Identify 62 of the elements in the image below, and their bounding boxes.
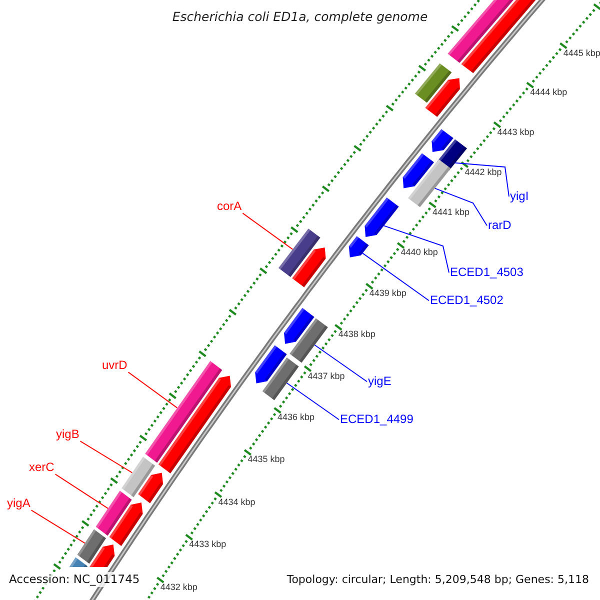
gene-label: uvrD	[102, 359, 128, 372]
gene-feature	[96, 490, 132, 536]
leader-line	[454, 162, 510, 198]
gene-feature	[414, 63, 452, 103]
gene-label: yigA	[7, 497, 30, 510]
title: Escherichia coli ED1a, complete genome	[172, 10, 428, 24]
gene-feature	[284, 308, 314, 344]
leader-line	[242, 212, 294, 250]
gene-feature	[158, 376, 231, 474]
gene-feature	[278, 228, 320, 277]
leader-line	[383, 225, 450, 274]
gene-feature	[292, 248, 326, 288]
gene-feature	[448, 0, 514, 63]
position-label: 4433 kbp	[189, 540, 226, 550]
leader-line	[54, 474, 108, 509]
gene-feature	[402, 153, 434, 188]
gene-feature	[145, 361, 222, 463]
position-label: 4436 kbp	[278, 413, 315, 424]
gene-label: yigI	[510, 190, 529, 204]
gene-label: ECED1_4503	[450, 266, 524, 280]
gene-feature	[290, 318, 328, 363]
position-label: 4441 kbp	[432, 208, 470, 218]
gene-feature	[461, 0, 536, 74]
leader-line	[80, 440, 133, 474]
position-label: 4445 kbp	[563, 48, 600, 59]
leader-line	[362, 252, 430, 302]
gene-label: ECED1_4502	[430, 294, 504, 308]
position-label: 4434 kbp	[218, 498, 256, 508]
gene-feature	[425, 78, 460, 117]
position-label: 4439 kbp	[369, 289, 406, 300]
gene-label: corA	[217, 200, 242, 214]
gene-feature	[255, 345, 287, 384]
gene-feature	[408, 159, 451, 208]
gene-feature	[348, 236, 369, 258]
leader-line	[314, 344, 368, 382]
gene-label: rarD	[488, 219, 512, 232]
position-label: 4438 kbp	[338, 330, 376, 340]
gene-feature	[432, 129, 454, 152]
gene-feature	[122, 456, 156, 498]
gene-feature	[262, 358, 299, 400]
gene-feature	[109, 502, 143, 546]
position-label: 4440 kbp	[400, 248, 438, 258]
position-label: 4432 kbp	[160, 583, 198, 593]
position-label: 4444 kbp	[530, 88, 568, 98]
leader-line	[286, 382, 340, 420]
position-label: 4443 kbp	[497, 128, 534, 138]
gene-label: yigB	[56, 428, 80, 442]
position-label: 4442 kbp	[464, 168, 502, 178]
position-label: 4437 kbp	[308, 372, 345, 382]
gene-label: yigE	[368, 375, 392, 388]
position-label: 4435 kbp	[248, 455, 285, 466]
leader-line	[128, 372, 178, 408]
gene-feature	[364, 198, 399, 237]
gene-feature	[138, 472, 164, 504]
gene-feature	[77, 529, 106, 564]
genome-stats-text: Topology: circular; Length: 5,209,548 bp; Genes: 5,118	[284, 573, 591, 588]
gene-feature	[90, 544, 115, 567]
gene-label: ECED1_4499	[340, 413, 414, 426]
leader-line	[30, 510, 86, 544]
gene-feature	[69, 557, 88, 567]
leader-line	[434, 188, 488, 226]
gene-label: xerC	[29, 461, 54, 474]
